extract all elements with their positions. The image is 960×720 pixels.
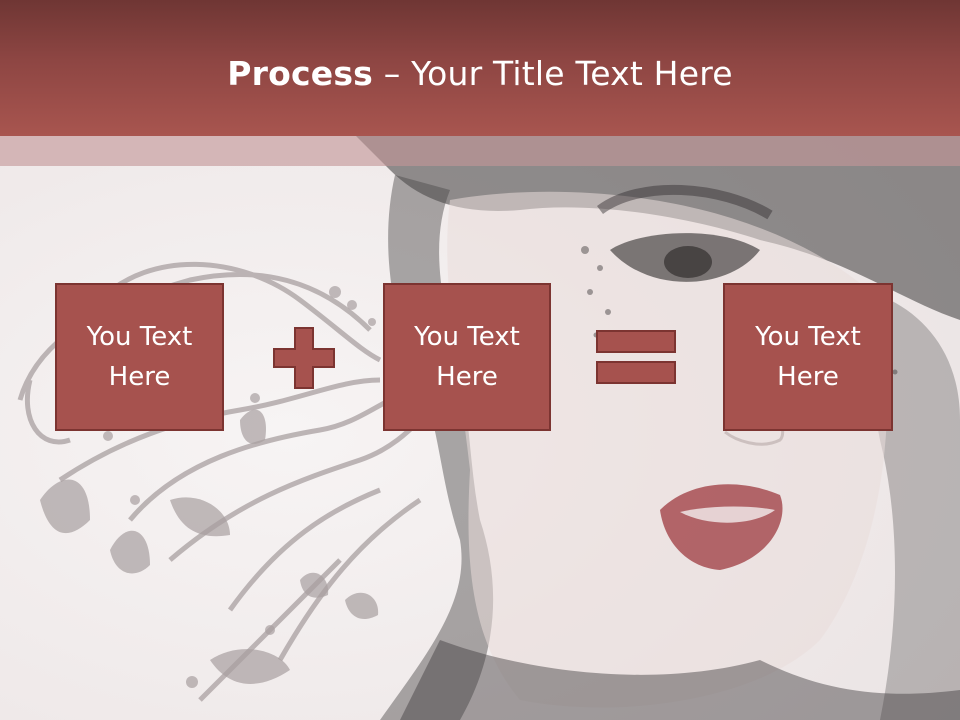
title-rest-text: – Your Title Text Here [373, 54, 733, 93]
process-box-1-text: You Text Here [86, 322, 193, 392]
equals-icon [596, 330, 676, 384]
process-box-2-text: You Text Here [414, 322, 520, 392]
process-box-1[interactable]: You Text Here [55, 283, 224, 431]
plus-icon [273, 327, 335, 389]
process-box-3-text: You Text Here [755, 322, 861, 392]
process-box-3[interactable]: You Text Here [723, 283, 893, 431]
title-bar [0, 0, 960, 136]
process-box-2[interactable]: You Text Here [383, 283, 551, 431]
title-band [0, 136, 960, 166]
slide-title: Process – Your Title Text Here [0, 52, 960, 96]
title-bold-text: Process [227, 54, 374, 93]
